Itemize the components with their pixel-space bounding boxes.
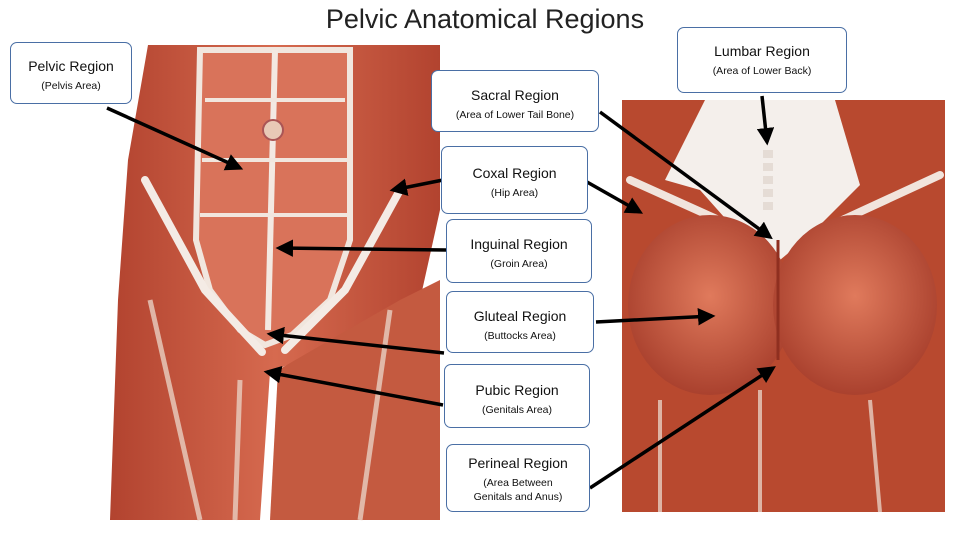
sacral-arrow xyxy=(598,110,773,240)
inguinal-arrow xyxy=(275,239,447,257)
pelvic-region-description: (Pelvis Area) xyxy=(41,80,101,92)
back-lumbar-aponeurosis xyxy=(665,100,860,260)
inguinal-region-name: Inguinal Region xyxy=(470,236,568,252)
pubic-region-label: Pubic Region (Genitals Area) xyxy=(444,364,590,428)
coxal-arrow-front xyxy=(389,178,444,196)
pubic-region-name: Pubic Region xyxy=(475,382,559,398)
perineal-region-description: (Area Between Genitals and Anus) xyxy=(473,477,563,503)
pelvic-arrow xyxy=(106,106,244,171)
lumbar-region-description: (Area of Lower Back) xyxy=(712,65,812,77)
diagram-title: Pelvic Anatomical Regions xyxy=(325,4,645,34)
back-right-glute xyxy=(773,215,937,395)
coxal-region-description: (Hip Area) xyxy=(490,187,539,199)
lumbar-region-label: Lumbar Region (Area of Lower Back) xyxy=(677,27,847,93)
pubic-arrow xyxy=(266,326,445,355)
gluteal-arrow xyxy=(595,307,716,326)
perineal-region-label: Perineal Region (Area Between Genitals a… xyxy=(446,444,590,512)
gluteal-region-name: Gluteal Region xyxy=(473,308,567,324)
front-right-thigh xyxy=(270,280,440,520)
perineal-arrow-back xyxy=(589,366,776,490)
perineal-arrow-front xyxy=(263,365,444,407)
coxal-region-label: Coxal Region (Hip Area) xyxy=(441,146,588,214)
lumbar-region-name: Lumbar Region xyxy=(714,43,810,59)
front-navel xyxy=(262,119,284,141)
pubic-region-description: (Genitals Area) xyxy=(481,404,553,416)
sacral-region-label: Sacral Region (Area of Lower Tail Bone) xyxy=(431,70,599,132)
gluteal-region-label: Gluteal Region (Buttocks Area) xyxy=(446,291,594,353)
pointer-arrows xyxy=(106,95,776,490)
gluteal-region-description: (Buttocks Area) xyxy=(484,330,556,342)
pelvic-region-label: Pelvic Region (Pelvis Area) xyxy=(10,42,132,104)
coxal-region-name: Coxal Region xyxy=(472,165,557,181)
pelvic-region-name: Pelvic Region xyxy=(28,58,114,74)
coxal-arrow-back xyxy=(586,180,644,214)
front-linea-alba xyxy=(265,49,278,331)
back-thigh-tendons xyxy=(658,390,882,513)
sacral-region-description: (Area of Lower Tail Bone) xyxy=(455,109,575,121)
front-inguinal-ligaments xyxy=(141,176,404,356)
perineal-region-name: Perineal Region xyxy=(468,455,568,471)
back-left-glute xyxy=(628,215,792,395)
inguinal-region-description: (Groin Area) xyxy=(490,258,548,270)
front-view-illustration xyxy=(110,45,440,521)
sacral-region-name: Sacral Region xyxy=(471,87,559,103)
lumbar-arrow xyxy=(756,95,775,146)
inguinal-region-label: Inguinal Region (Groin Area) xyxy=(446,219,592,283)
